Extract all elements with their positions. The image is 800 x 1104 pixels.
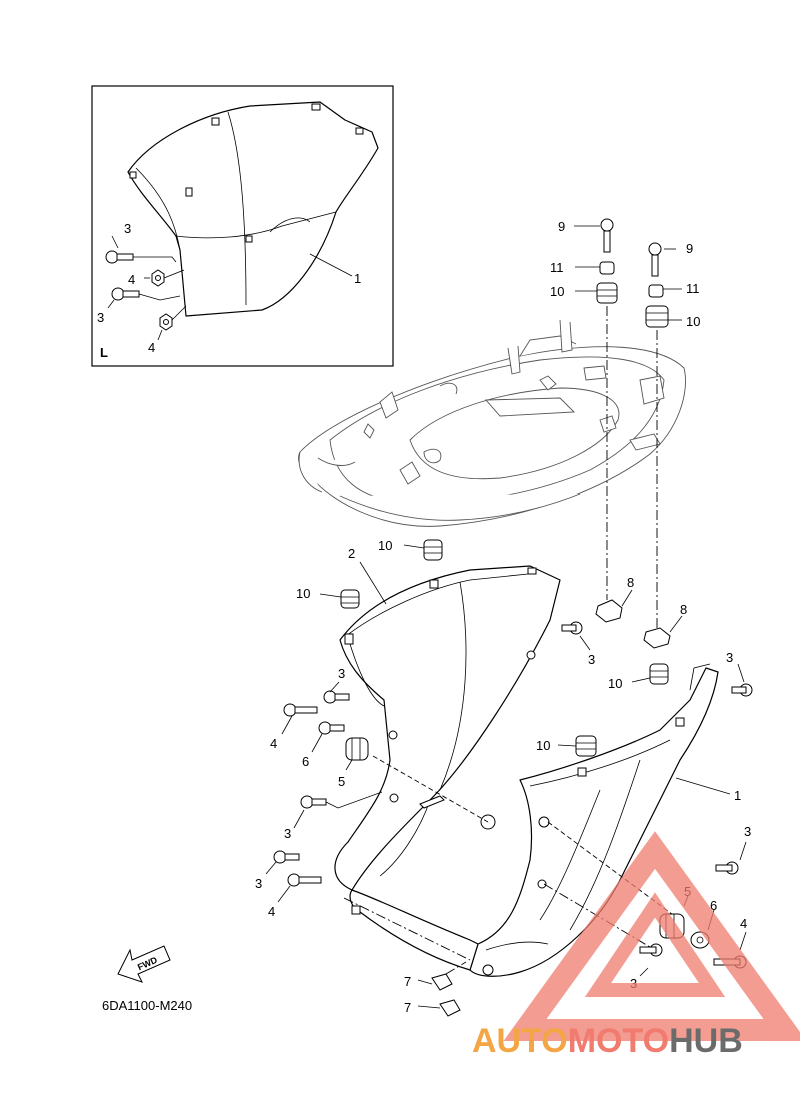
callout-4-left: 4 [270,736,277,751]
watermark-part-auto: AUTO [472,1022,568,1060]
inset-left-cowling [127,101,379,317]
bolt-9-left [600,218,614,253]
clip-nut-7-lower [439,999,461,1017]
bolt-3-mid-left [300,795,327,809]
callout-3-inset-lower: 3 [97,310,104,325]
callout-4-inset-upper: 4 [128,272,135,287]
callout-4-inset-lower: 4 [148,340,155,355]
callout-6-left: 6 [302,754,309,769]
callout-1-inset: 1 [354,271,361,286]
clip-nut-7-upper [431,973,453,991]
grommet-10-right-cowl [649,663,669,685]
callout-3-mid-left: 3 [284,826,291,841]
bolt-3-upper-mid [561,621,583,635]
collar-11-left [599,261,615,275]
callout-3-upper-right: 3 [726,650,733,665]
grommet-10-left-cowl [340,589,360,609]
bolt-9-right [648,242,662,277]
diagram-code: 6DA1100-M240 [102,998,192,1013]
callout-3-upper-mid: 3 [588,652,595,667]
grommet-10-top [423,539,443,561]
callout-4-right: 4 [740,916,747,931]
watermark-text: AUTOMOTOHUB [472,1022,743,1060]
callout-11-left: 11 [550,260,564,275]
callout-6-right: 6 [710,898,717,913]
inset-corner-label: L [100,345,108,360]
clip-nut-8-left [595,599,623,623]
bolt-4-left [283,703,318,717]
bolt-3-lower-left [273,850,300,864]
pin-6-left [318,721,345,735]
fwd-arrow-icon: FWD [117,945,171,983]
callout-10-left-cowl: 10 [296,586,310,601]
callout-10-top: 10 [378,538,392,553]
grommet-10-left [596,282,618,304]
callout-7-upper: 7 [404,974,411,989]
bottom-cowling-tray [298,319,686,527]
callout-10-right: 10 [686,314,700,329]
inset-left-cowling-view: L [91,85,394,367]
callout-1-main: 1 [734,788,741,803]
callout-9-left: 9 [558,219,565,234]
automotohub-watermark-logo [503,831,800,1041]
grommet-5-left [345,737,369,761]
cowling-2-left [334,565,561,891]
callout-2: 2 [348,546,355,561]
bolt-3-right-side [715,861,739,875]
watermark-part-hub: HUB [669,1022,743,1060]
inset-bolt-lower [111,287,140,301]
bolt-3-lower-right [639,943,663,957]
callout-7-lower: 7 [404,1000,411,1015]
callout-3-right-side: 3 [744,824,751,839]
clip-nut-8-right [643,627,671,649]
bolt-3-upper-left [323,690,350,704]
callout-3-inset-upper: 3 [124,221,131,236]
callout-10-left: 10 [550,284,564,299]
callout-3-lower-left: 3 [255,876,262,891]
watermark-part-moto: MOTO [568,1022,669,1060]
callout-4-lower-left: 4 [268,904,275,919]
callout-10-lower-right: 10 [536,738,550,753]
inset-nut-lower [159,313,173,331]
callout-9-right: 9 [686,241,693,256]
collar-11-right [648,284,664,298]
callout-5-left: 5 [338,774,345,789]
inset-nut-upper [151,269,165,287]
grommet-10-right [645,305,669,328]
callout-8-right: 8 [680,602,687,617]
bolt-3-upper-right [731,683,753,697]
bolt-4-lower-left [287,873,322,887]
callout-8-left: 8 [627,575,634,590]
callout-3-upper-left: 3 [338,666,345,681]
callout-11-right: 11 [686,281,700,296]
callout-10-right-cowl: 10 [608,676,622,691]
grommet-10-lower-right [575,735,597,757]
